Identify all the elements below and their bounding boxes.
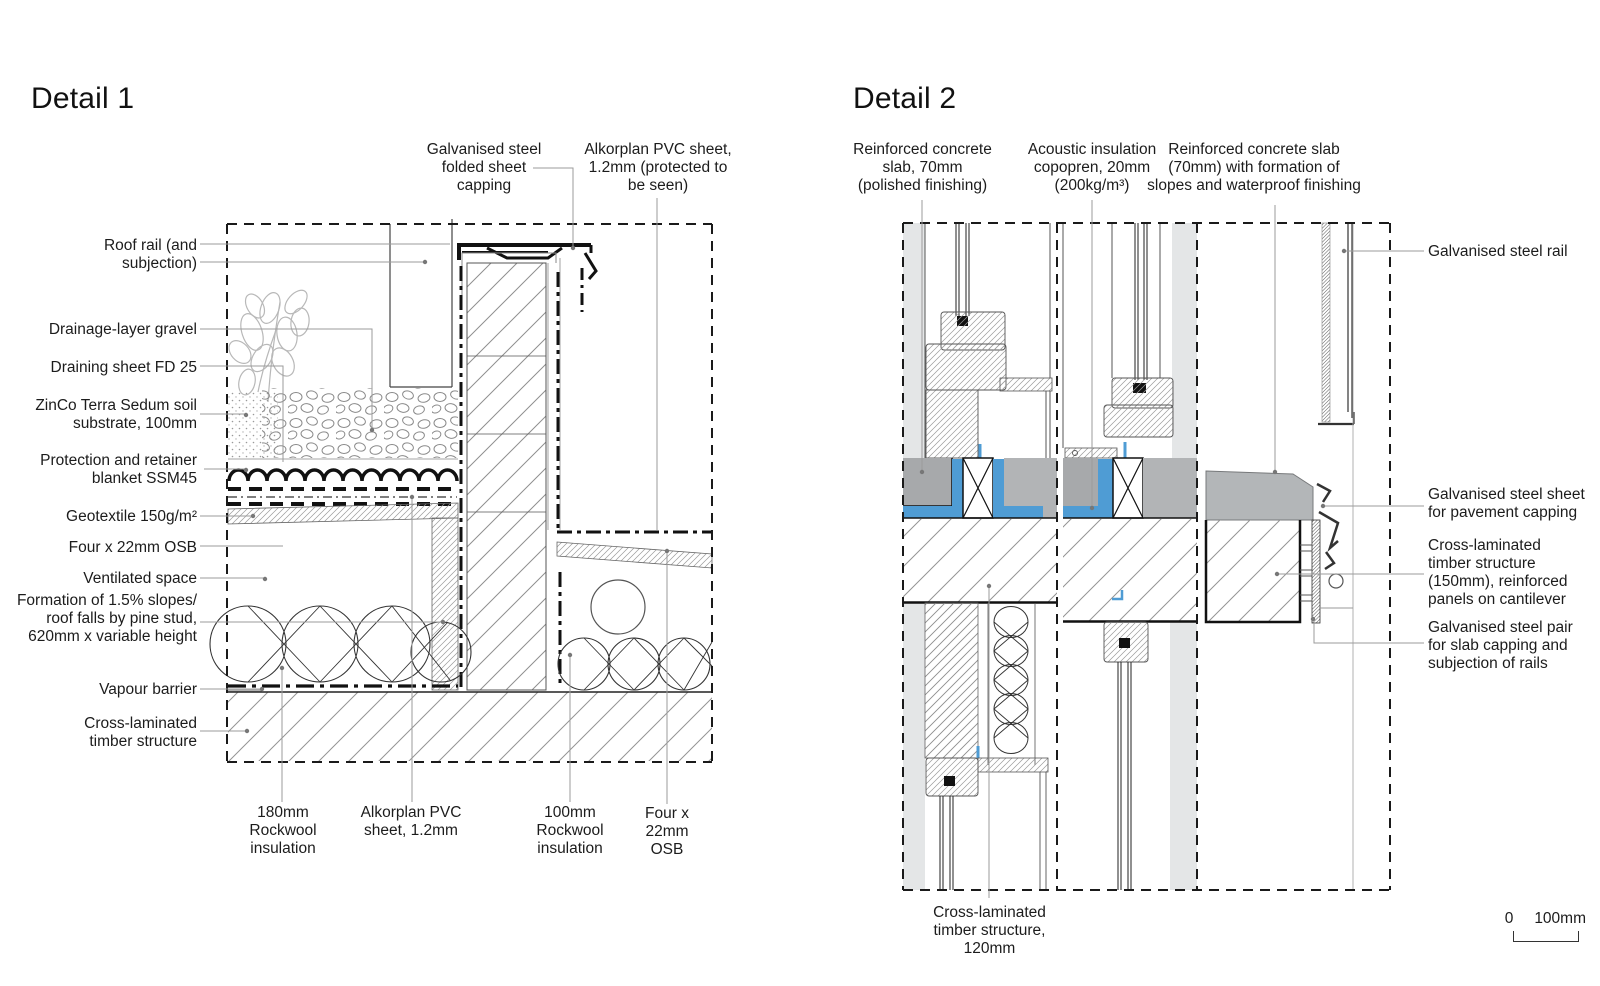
window-left-top <box>924 223 1053 459</box>
scale-max: 100mm <box>1534 910 1586 927</box>
label-steel-capping: Galvanised steel folded sheet capping <box>426 141 542 194</box>
label-rockwool-180: 180mm Rockwool insulation <box>249 804 317 857</box>
waterproofing-left <box>903 459 963 518</box>
concrete-slab-band <box>903 457 1314 521</box>
dashed-boundary-d2 <box>902 222 1391 891</box>
wall-bands <box>903 223 1197 890</box>
insulation-coil-column <box>993 606 1029 754</box>
label-clt-120: Cross-laminated timber structure, 120mm <box>933 904 1046 957</box>
label-osb-bottom: Four x 22mm OSB <box>645 805 689 858</box>
waterproofing-middle <box>1063 459 1113 518</box>
leader-lines-d1 <box>200 167 670 804</box>
dashed-boundary-d1 <box>226 223 713 763</box>
plant-sketch <box>228 289 310 403</box>
label-pvc-protected: Alkorplan PVC sheet, 1.2mm (protected to… <box>584 141 732 194</box>
vapour-barrier-line <box>228 684 458 693</box>
label-drainage-gravel: Drainage-layer gravel <box>48 321 197 338</box>
parapet-wall <box>466 258 561 691</box>
label-steel-sheet-capping: Galvanised steel sheet for pavement capp… <box>1428 486 1585 521</box>
detail2-drawing <box>902 200 1424 898</box>
label-acoustic-insulation: Acoustic insulation copopren, 20mm (200k… <box>1027 141 1157 194</box>
label-pvc-sheet: Alkorplan PVC sheet, 1.2mm <box>360 804 462 839</box>
window-middle-bottom <box>1103 621 1149 890</box>
clt-slab <box>228 691 712 761</box>
pvc-membrane-lines <box>459 266 712 688</box>
green-roof-layers <box>227 458 459 691</box>
sloped-concrete-slab <box>1205 470 1314 521</box>
window-left-bottom <box>924 602 1049 890</box>
window-middle-top <box>1062 223 1174 459</box>
label-slopes-formation: Formation of 1.5% slopes/ roof falls by … <box>16 592 197 645</box>
detail1-title: Detail 1 <box>31 82 135 115</box>
sloped-osb-right <box>556 541 713 569</box>
label-steel-pair: Galvanised steel pair for slab capping a… <box>1428 619 1573 672</box>
label-clt-structure: Cross-laminated timber structure <box>84 715 197 750</box>
label-vapour-barrier: Vapour barrier <box>99 681 197 698</box>
steel-capping <box>457 243 598 306</box>
pipe-conduit <box>590 579 646 635</box>
label-substrate: ZinCo Terra Sedum soil substrate, 100mm <box>35 397 197 432</box>
label-draining-sheet: Draining sheet FD 25 <box>50 359 197 376</box>
label-clt-150: Cross-laminated timber structure (150mm)… <box>1428 537 1568 608</box>
label-rockwool-100: 100mm Rockwool insulation <box>536 804 604 857</box>
scale-bracket <box>1513 931 1579 942</box>
steel-rail-drawing <box>1318 222 1355 890</box>
scale-zero: 0 <box>1504 910 1514 927</box>
detail2-title: Detail 2 <box>853 82 957 115</box>
insulation-rolls-right <box>557 637 713 691</box>
insulation-rolls-left <box>209 605 472 683</box>
label-ventilated-space: Ventilated space <box>83 570 197 587</box>
gravel-layer <box>262 388 458 458</box>
leader-lines-d2 <box>919 200 1424 898</box>
clt-slabs-d2 <box>903 519 1302 624</box>
bolt-circle <box>1328 573 1344 589</box>
detail1-drawing <box>200 167 713 804</box>
steel-brackets <box>1316 482 1340 571</box>
label-roof-rail: Roof rail (and subjection) <box>103 237 197 272</box>
label-rc-slab-polished: Reinforced concrete slab, 70mm (polished… <box>853 141 992 194</box>
label-rc-slab-slopes: Reinforced concrete slab (70mm) with for… <box>1147 141 1361 194</box>
roof-rail <box>389 219 453 388</box>
label-protection-blanket: Protection and retainer blanket SSM45 <box>40 452 197 487</box>
steel-pair-strip <box>1300 519 1353 624</box>
label-osb-left: Four x 22mm OSB <box>68 539 197 556</box>
label-steel-rail: Galvanised steel rail <box>1428 243 1568 260</box>
label-geotextile: Geotextile 150g/m² <box>66 508 197 525</box>
